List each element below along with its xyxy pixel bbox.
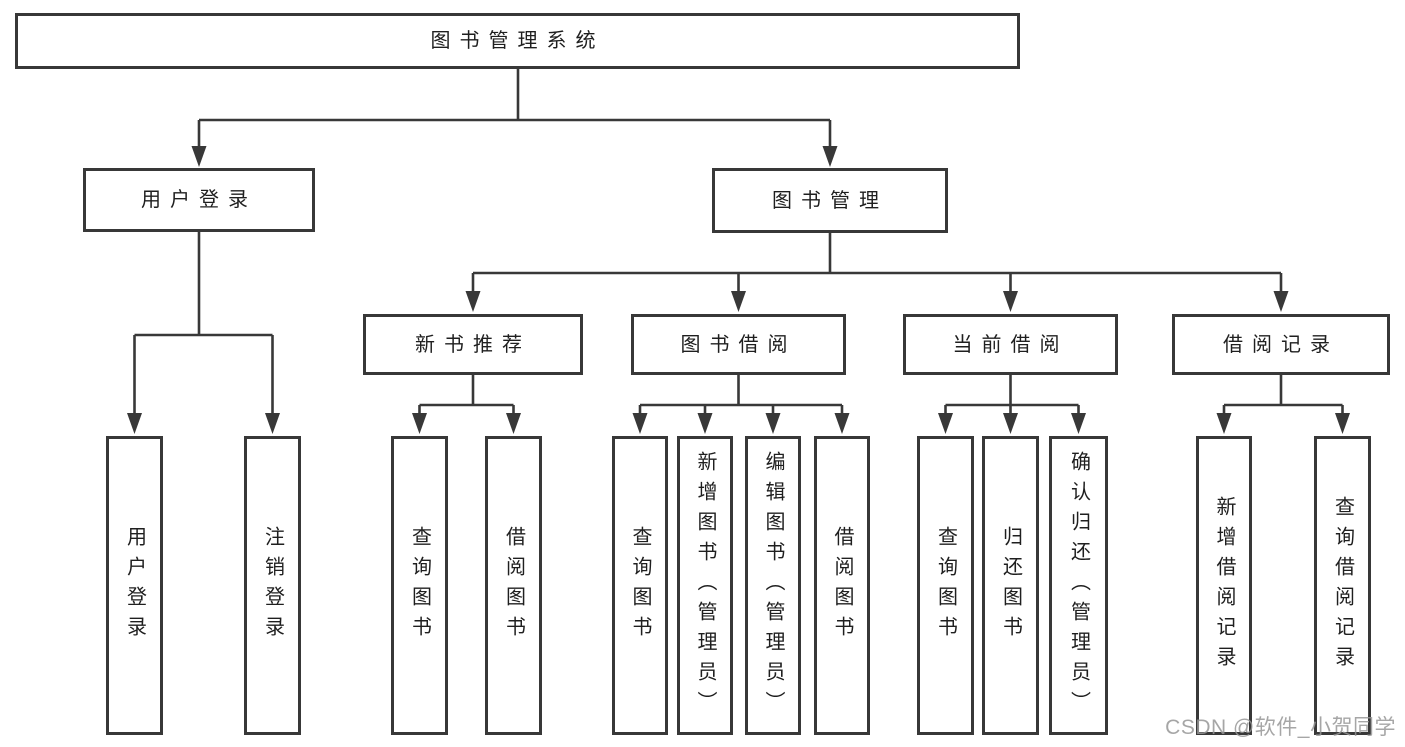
node-current-borrowing-label: 当前借阅 — [952, 333, 1069, 356]
node-book-borrowing: 图书借阅 — [631, 314, 846, 375]
leaf-query-books-current-label: 查询图书 — [934, 525, 957, 646]
leaf-return-books-label: 归还图书 — [999, 525, 1022, 646]
leaf-user-login: 用户登录 — [106, 436, 163, 735]
csdn-watermark: CSDN @软件_小贺同学 — [1165, 716, 1396, 739]
leaf-query-books-current: 查询图书 — [917, 436, 974, 735]
leaf-confirm-return-admin-label: 确认归还（管理员） — [1067, 450, 1090, 721]
leaf-query-borrowing-record: 查询借阅记录 — [1314, 436, 1371, 735]
node-book-borrowing-label: 图书借阅 — [680, 333, 797, 356]
node-new-book-recommendation-label: 新书推荐 — [415, 333, 531, 356]
node-book-management-label: 图书管理 — [772, 189, 888, 212]
leaf-borrow-books-recommend-label: 借阅图书 — [502, 525, 525, 646]
node-book-management-system: 图书管理系统 — [15, 13, 1020, 69]
leaf-query-books-borrowing-label: 查询图书 — [629, 525, 651, 646]
leaf-edit-books-admin-label: 编辑图书（管理员） — [762, 450, 784, 721]
leaf-query-books-borrowing: 查询图书 — [612, 436, 668, 735]
leaf-logout-label: 注销登录 — [261, 525, 284, 646]
leaf-query-books-recommend-label: 查询图书 — [408, 525, 431, 646]
leaf-confirm-return-admin: 确认归还（管理员） — [1049, 436, 1108, 735]
leaf-borrow-books-borrowing: 借阅图书 — [814, 436, 870, 735]
leaf-user-login-label: 用户登录 — [123, 525, 146, 646]
node-user-login-label: 用户登录 — [141, 189, 257, 211]
node-borrowing-records-label: 借阅记录 — [1223, 333, 1339, 356]
node-book-management: 图书管理 — [712, 168, 948, 233]
leaf-return-books: 归还图书 — [982, 436, 1039, 735]
leaf-add-books-admin-label: 新增图书（管理员） — [694, 450, 716, 721]
connector-arrowheads — [127, 146, 1350, 434]
node-current-borrowing: 当前借阅 — [903, 314, 1118, 375]
leaf-edit-books-admin: 编辑图书（管理员） — [745, 436, 801, 735]
leaf-add-borrowing-record: 新增借阅记录 — [1196, 436, 1252, 735]
node-book-management-system-label: 图书管理系统 — [430, 30, 605, 52]
leaf-query-books-recommend: 查询图书 — [391, 436, 448, 735]
leaf-query-borrowing-record-label: 查询借阅记录 — [1331, 495, 1354, 676]
leaf-borrow-books-recommend: 借阅图书 — [485, 436, 542, 735]
node-user-login: 用户登录 — [83, 168, 315, 232]
node-new-book-recommendation: 新书推荐 — [363, 314, 583, 375]
leaf-add-books-admin: 新增图书（管理员） — [677, 436, 733, 735]
leaf-logout: 注销登录 — [244, 436, 301, 735]
node-borrowing-records: 借阅记录 — [1172, 314, 1390, 375]
leaf-borrow-books-borrowing-label: 借阅图书 — [831, 525, 853, 646]
leaf-add-borrowing-record-label: 新增借阅记录 — [1213, 495, 1235, 676]
